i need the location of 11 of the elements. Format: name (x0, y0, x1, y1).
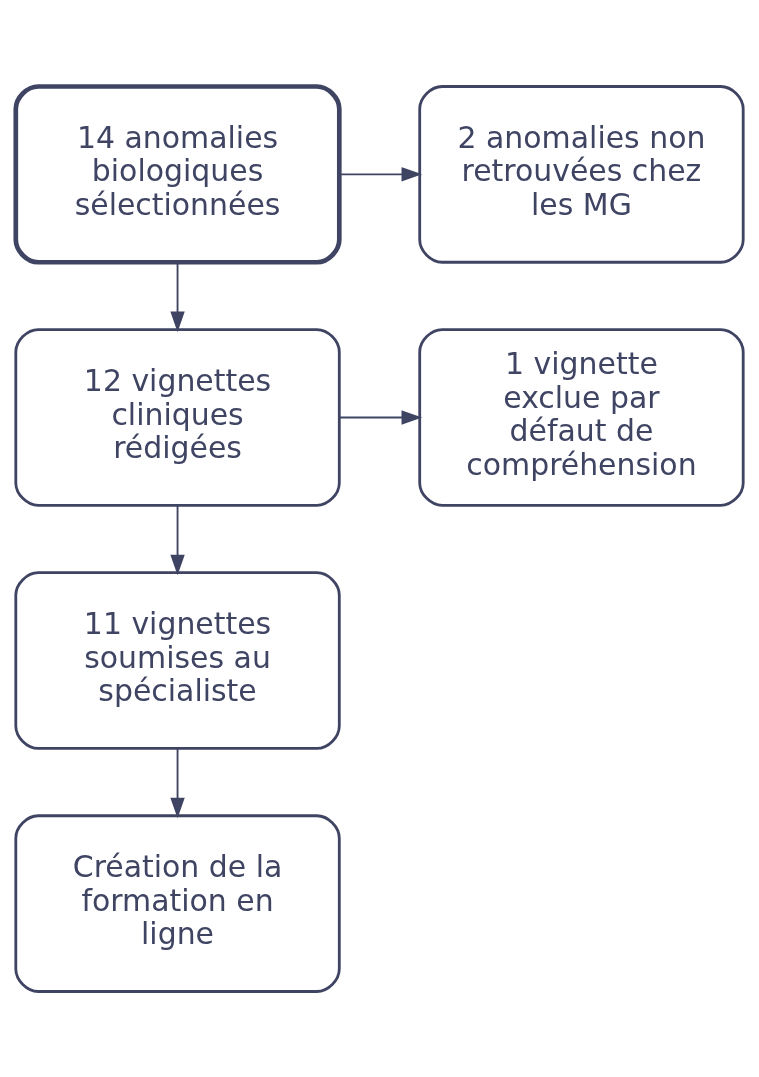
arrow (339, 166, 423, 182)
node-box: 12 vignettes cliniques rédigées (14, 327, 341, 507)
node-box: 1 vignette exclue par défaut de compréhension (418, 327, 745, 507)
node-box: Création de la formation en ligne (14, 813, 341, 993)
node-box: 14 anomalies biologiques sélectionnées (13, 83, 342, 265)
arrow (170, 504, 185, 575)
arrow (170, 261, 185, 332)
node-box: 11 vignettes soumises au spécialiste (14, 570, 341, 750)
arrow (339, 409, 423, 425)
arrow (170, 747, 185, 818)
node-box: 2 anomalies non retrouvées chez les MG (418, 84, 745, 264)
